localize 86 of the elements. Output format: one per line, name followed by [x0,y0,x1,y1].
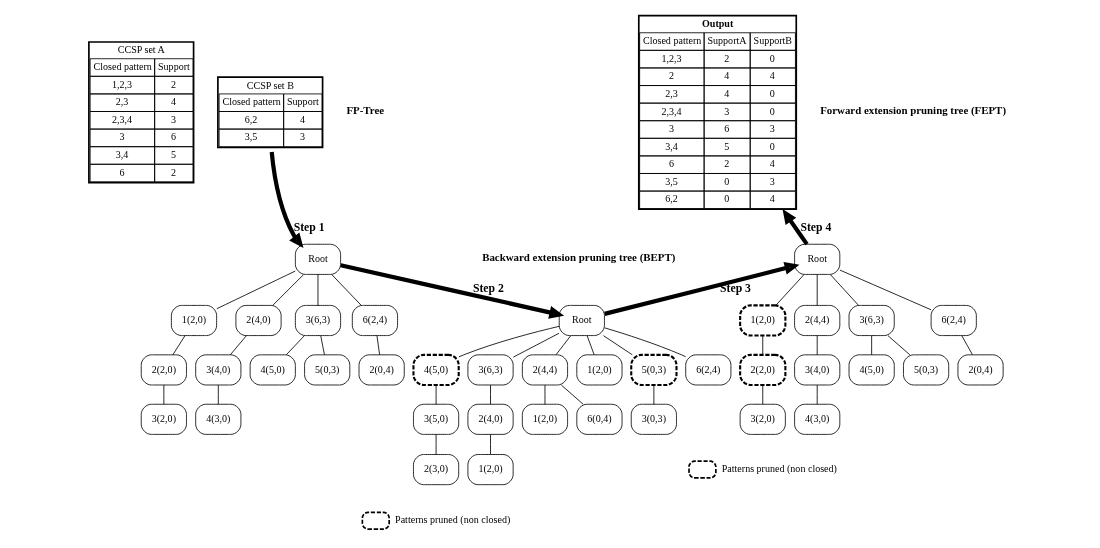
connector [512,332,560,358]
label: FP-Tree [346,104,385,117]
node-box: 4(3,0) [195,403,242,435]
connector [435,434,437,455]
connector [653,384,655,405]
connector [229,335,247,356]
node-box: 4(5,0) [848,354,895,386]
node-box: 4(3,0) [794,403,841,435]
node-box: 1(2,0) [576,354,623,386]
connector [490,434,491,455]
connector [816,274,818,306]
connector [217,384,219,405]
node-box: 4(5,0) [412,353,460,387]
connector [829,274,859,306]
node-box: 3(2,0) [739,403,786,435]
connector [435,384,437,405]
connector [604,327,687,358]
node-box: 2(4,0) [235,305,282,336]
node-box: Root [794,243,841,275]
connector [961,335,973,356]
node-box: 3(6,3) [848,305,895,336]
connector [490,384,491,405]
connector [887,335,911,356]
connector [544,384,546,405]
node-box: 1(2,0) [170,305,218,336]
connector [317,274,319,306]
node-box: 1(2,0) [467,454,514,486]
connector [458,325,560,358]
node-box: 3(4,0) [794,354,841,386]
arrow [604,262,800,316]
edge-label: Step 3 [720,282,751,296]
connector [871,335,873,356]
edge-label: Step 1 [293,221,325,235]
connector [762,384,764,405]
node-box: Root [558,305,605,336]
node-box: 6(2,4) [930,305,977,336]
node-box: 2(0,4) [957,354,1004,386]
node-box: 6(0,4) [576,403,623,435]
connector [320,335,325,356]
connector [285,335,305,356]
node-box: 5(0,3) [630,353,678,387]
connector [376,335,381,356]
node-box: 2(3,0) [413,454,460,486]
connector [775,274,805,306]
node-box: 1(2,0) [739,304,787,337]
node-box: 6(2,4) [685,354,732,386]
connector [816,335,818,356]
arrow [782,209,809,246]
node-box: 2(2,0) [140,354,187,386]
node-box: 5(0,3) [903,354,950,386]
legend-label: Patterns pruned (non closed) [721,463,837,475]
connector [216,270,296,310]
node-box: 2(4,4) [521,354,568,386]
edge-label: Step 4 [800,221,832,235]
node-box: 3(6,3) [294,305,341,336]
connector [163,384,165,405]
node-box: 6(2,4) [351,305,398,336]
connector [603,335,633,356]
connector [762,335,764,356]
legend-label: Patterns pruned (non closed) [395,514,511,526]
label: Backward extension pruning tree (BEPT) [482,251,676,264]
connector [555,335,572,356]
arrow [269,151,304,249]
connector [816,384,818,405]
connector [560,384,584,405]
node-box: 2(2,0) [739,353,787,387]
node-box: 3(0,3) [630,403,677,435]
node-box: 3(2,0) [140,403,187,435]
node-box: 3(5,0) [413,403,460,435]
label: Forward extension pruning tree (FEPT) [820,104,1007,117]
node-box: 5(0,3) [304,354,351,386]
connector [839,269,932,311]
connector [172,335,186,356]
connector [331,274,362,306]
node-box: 3(6,3) [467,354,514,386]
node-box: 2(0,4) [358,354,405,386]
node-box: 2(4,4) [794,305,841,336]
node-box: Root [294,243,341,275]
node-box: 3(4,0) [195,354,242,386]
node-box: 1(2,0) [521,403,568,435]
edge-label: Step 2 [472,282,504,296]
connector [272,274,304,306]
node-box: 4(5,0) [249,354,296,386]
node-box: 2(4,0) [467,403,514,435]
connector [586,335,595,356]
arrow [340,263,565,319]
